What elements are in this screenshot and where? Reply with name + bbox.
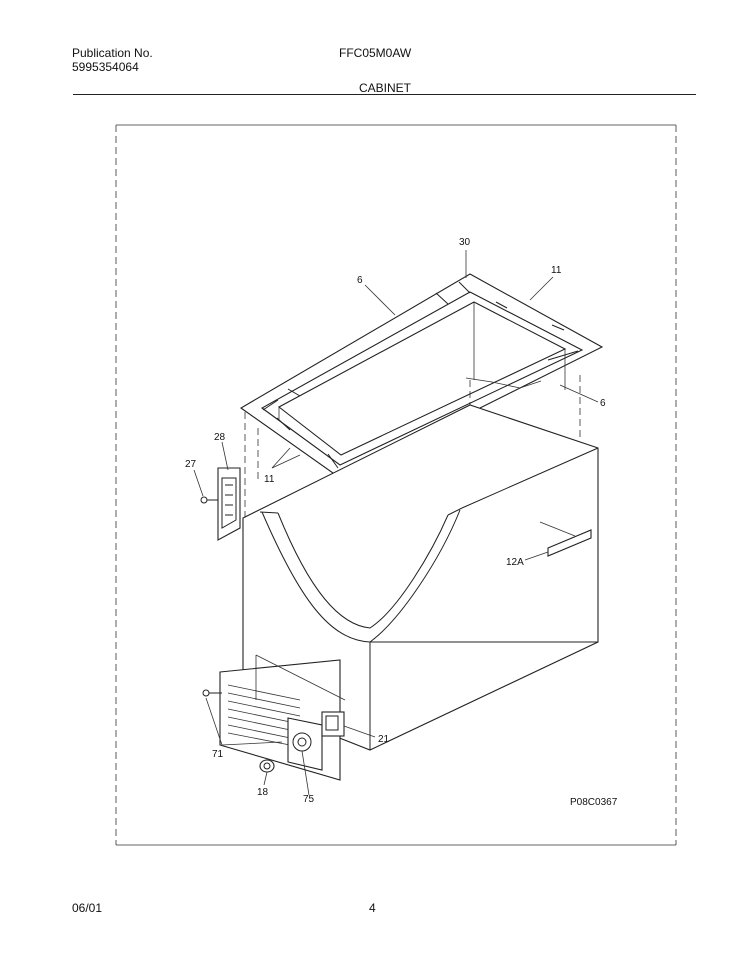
publication-label: Publication No. bbox=[72, 46, 153, 60]
footer-date: 06/01 bbox=[72, 901, 103, 915]
callout-71: 71 bbox=[212, 749, 224, 760]
callout-75: 75 bbox=[303, 794, 315, 805]
publication-number: 5995354064 bbox=[72, 60, 139, 74]
callout-18: 18 bbox=[257, 787, 269, 798]
callout-6-top: 6 bbox=[357, 275, 363, 286]
callout-6-right: 6 bbox=[600, 398, 606, 409]
rating-label-part bbox=[539, 521, 592, 557]
callout-30: 30 bbox=[459, 237, 471, 248]
leader-lines bbox=[193, 250, 599, 796]
callout-21: 21 bbox=[378, 734, 390, 745]
page-number: 4 bbox=[369, 901, 376, 915]
header-rule bbox=[73, 94, 696, 95]
model-number: FFC05M0AW bbox=[339, 46, 412, 60]
plug-part bbox=[259, 759, 275, 773]
drawing-code: P08C0367 bbox=[570, 797, 618, 808]
callout-12a: 12A bbox=[506, 557, 524, 568]
callout-27: 27 bbox=[185, 459, 197, 470]
hinge-assembly-part bbox=[200, 467, 241, 541]
callout-28: 28 bbox=[214, 432, 226, 443]
section-title: CABINET bbox=[359, 81, 412, 95]
diagram-frame bbox=[115, 124, 677, 846]
callout-11-right: 11 bbox=[551, 265, 562, 276]
callout-11-left: 11 bbox=[264, 474, 275, 485]
grille-part bbox=[202, 654, 346, 781]
